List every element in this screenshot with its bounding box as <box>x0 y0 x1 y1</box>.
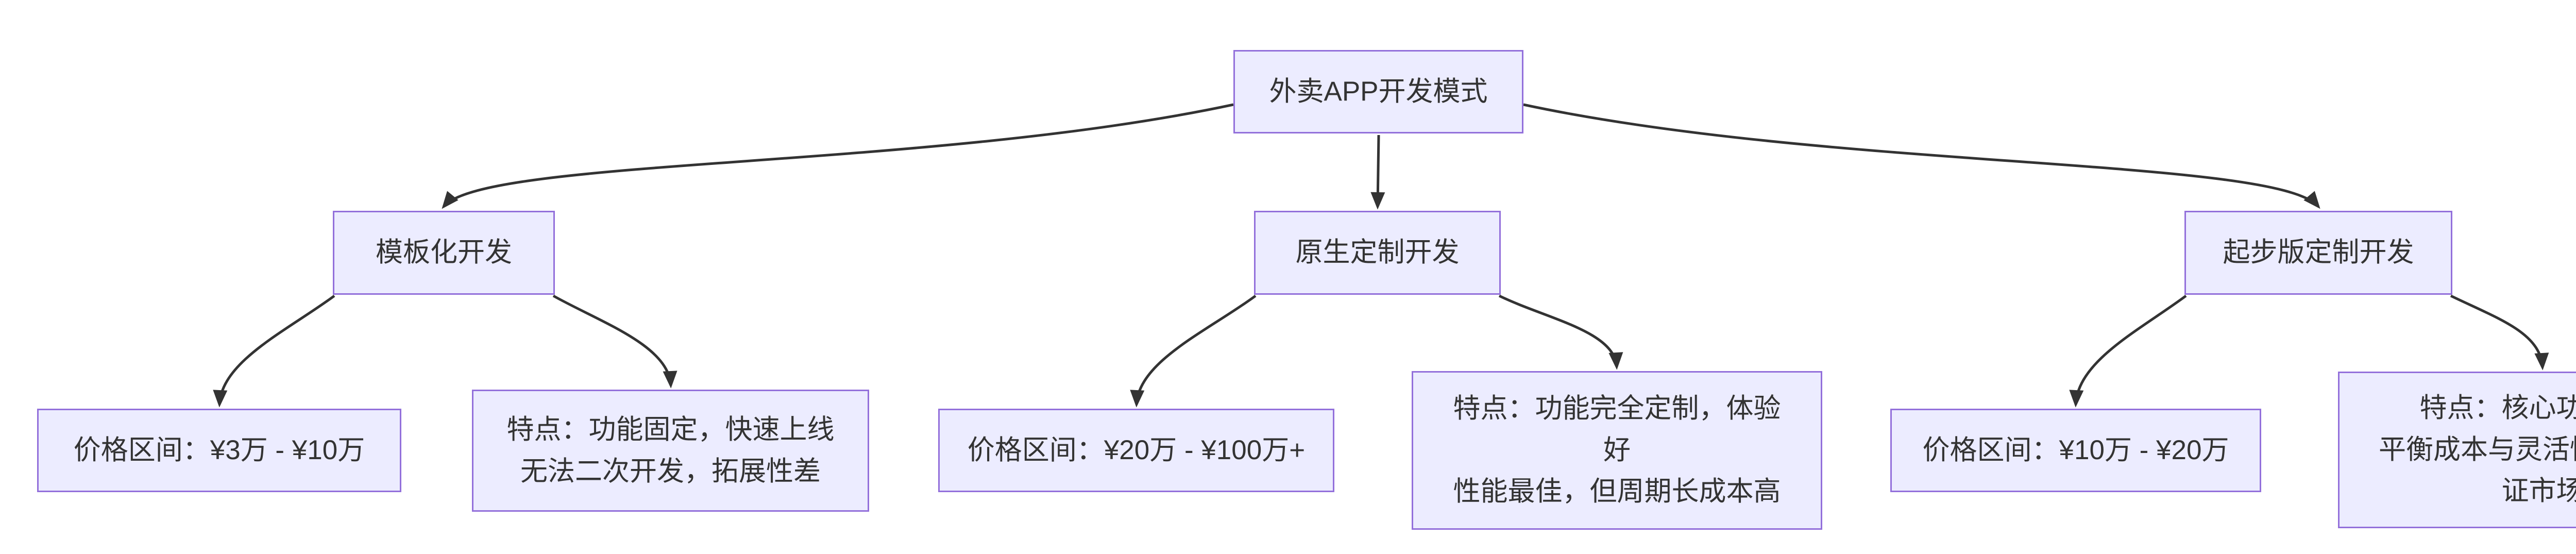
node-native-dev-features-label: 特点：功能完全定制，体验 好 性能最佳，但周期长成本高 <box>1453 393 1781 507</box>
node-starter-dev-label: 起步版定制开发 <box>2223 237 2414 268</box>
node-template-dev-features-label: 特点：功能固定，快速上线 无法二次开发，拓展性差 <box>506 414 835 486</box>
node-template-dev: 模板化开发 <box>333 211 555 295</box>
edge-root-to-native-dev <box>1370 135 1385 210</box>
node-native-dev-label: 原生定制开发 <box>1295 237 1460 268</box>
node-native-dev-price: 价格区间：¥20万 - ¥100万+ <box>938 409 1334 492</box>
node-starter-dev-features-label: 特点：核心功能定制 平衡成本与灵活性，适合验 证市场 <box>2379 393 2576 507</box>
node-template-dev-price-label: 价格区间：¥3万 - ¥10万 <box>73 434 365 465</box>
node-root: 外卖APP开发模式 <box>1233 50 1523 133</box>
edge-starter-to-features <box>2450 294 2549 371</box>
edge-native-to-price <box>1130 294 1257 408</box>
node-root-label: 外卖APP开发模式 <box>1269 76 1488 107</box>
node-native-dev-features: 特点：功能完全定制，体验 好 性能最佳，但周期长成本高 <box>1412 371 1822 530</box>
node-native-dev: 原生定制开发 <box>1254 211 1501 295</box>
edge-template-to-price <box>213 294 335 408</box>
node-native-dev-price-label: 价格区间：¥20万 - ¥100万+ <box>967 434 1306 465</box>
edge-root-to-starter-dev <box>1523 103 2320 209</box>
node-template-dev-label: 模板化开发 <box>376 237 512 268</box>
node-starter-dev: 起步版定制开发 <box>2184 211 2452 295</box>
node-starter-dev-price: 价格区间：¥10万 - ¥20万 <box>1890 409 2261 492</box>
edge-starter-to-price <box>2069 294 2187 408</box>
edge-template-to-features <box>552 294 677 389</box>
node-template-dev-features: 特点：功能固定，快速上线 无法二次开发，拓展性差 <box>472 390 869 512</box>
node-starter-dev-price-label: 价格区间：¥10万 - ¥20万 <box>1922 434 2229 465</box>
node-template-dev-price: 价格区间：¥3万 - ¥10万 <box>37 409 401 492</box>
edge-root-to-template-dev <box>442 103 1234 209</box>
edge-native-to-features <box>1498 294 1623 370</box>
node-starter-dev-features: 特点：核心功能定制 平衡成本与灵活性，适合验 证市场 <box>2338 372 2576 528</box>
